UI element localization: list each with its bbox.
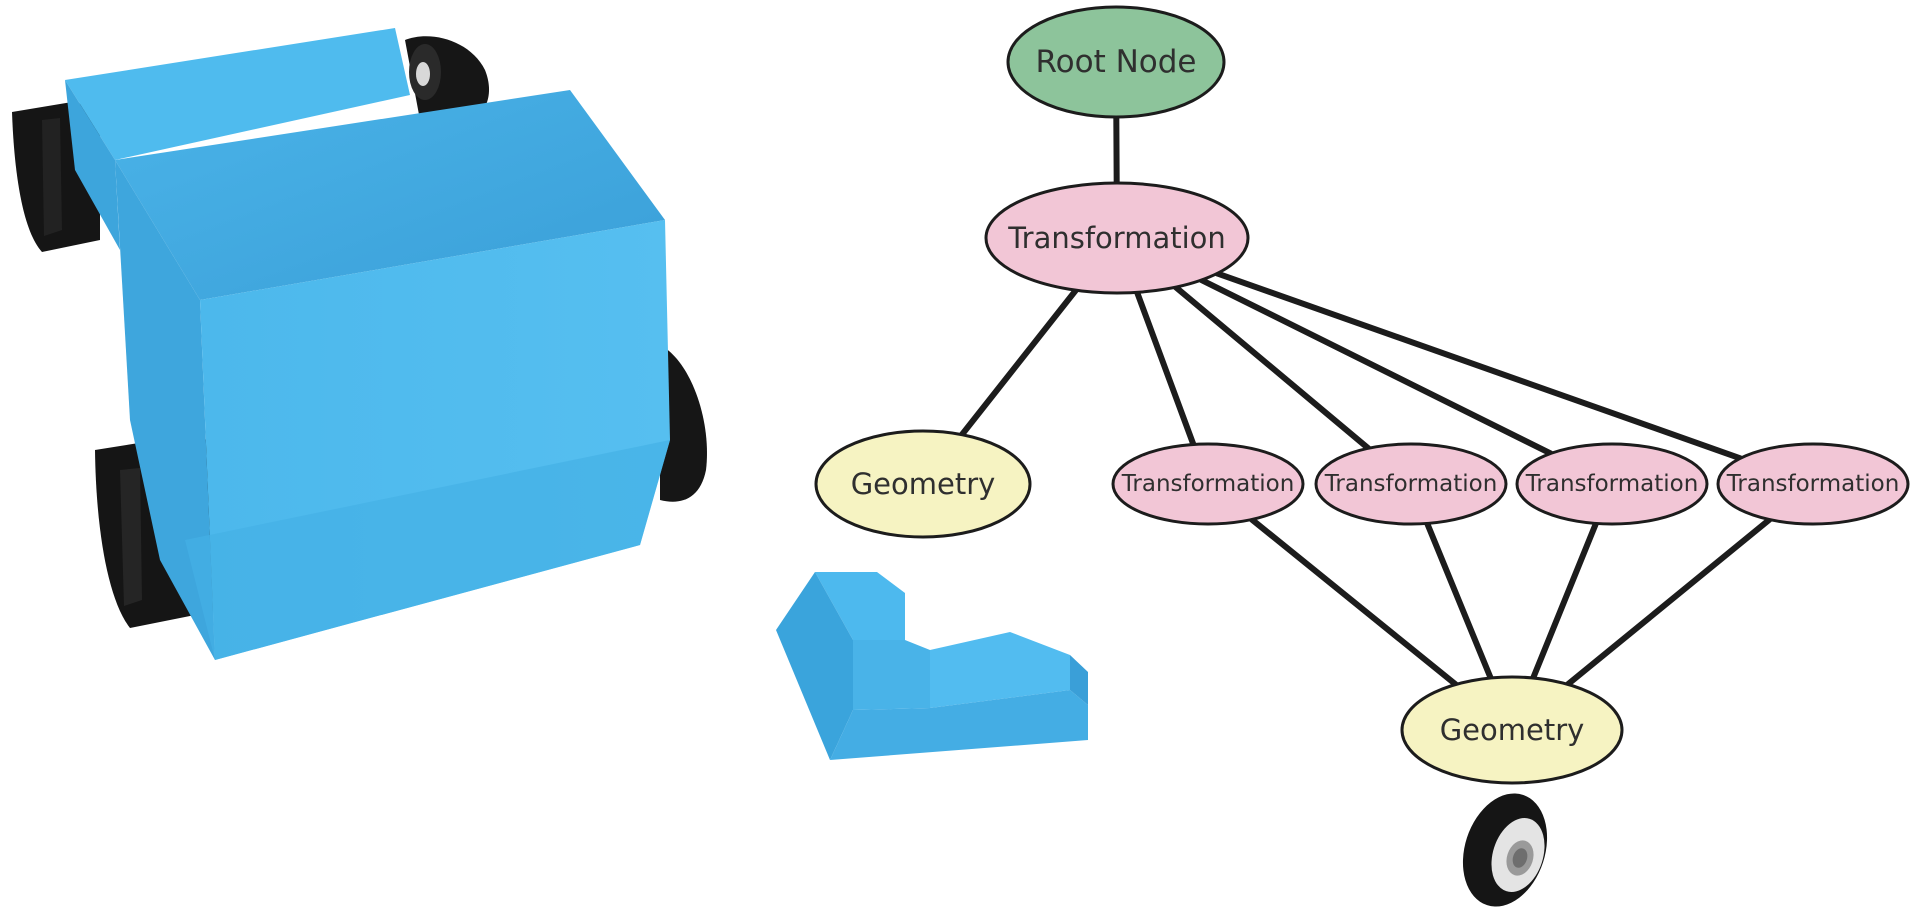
wheel-geometry (1462, 793, 1548, 907)
node-transform-wheel-1-label: Transformation (1121, 471, 1295, 497)
toy-car-render (12, 28, 707, 660)
node-transform-wheel-3: Transformation (1515, 442, 1709, 526)
edge-transform-main-to-transform-wheel-2 (1172, 284, 1372, 452)
node-geometry-body: Geometry (814, 429, 1032, 539)
node-root: Root Node (1006, 5, 1226, 119)
wheel-bottom-right (660, 345, 707, 502)
edge-transform-main-to-transform-wheel-3 (1198, 277, 1554, 457)
edge-transform-wheel-1-to-geometry-wheel (1248, 516, 1459, 688)
edge-transform-wheel-3-to-geometry-wheel (1530, 520, 1599, 681)
node-transform-wheel-4-shape (1716, 442, 1910, 526)
node-transform-wheel-3-shape (1515, 442, 1709, 526)
edge-transform-main-to-transform-wheel-4 (1214, 270, 1744, 462)
graph-edges (958, 113, 1773, 688)
node-geometry-wheel: Geometry (1400, 675, 1624, 785)
edge-transform-wheel-2-to-geometry-wheel (1424, 520, 1494, 682)
node-transform-main: Transformation (984, 181, 1250, 295)
node-geometry-wheel-shape (1400, 675, 1624, 785)
node-geometry-wheel-label: Geometry (1440, 713, 1585, 747)
node-root-shape (1006, 5, 1226, 119)
node-transform-wheel-2-label: Transformation (1324, 471, 1498, 497)
cabin-side-face (65, 80, 120, 250)
node-geometry-body-shape (814, 429, 1032, 539)
node-transform-wheel-1: Transformation (1111, 442, 1305, 526)
node-transform-wheel-4-label: Transformation (1726, 471, 1900, 497)
node-transform-wheel-4: Transformation (1716, 442, 1910, 526)
node-transform-wheel-1-shape (1111, 442, 1305, 526)
node-transform-wheel-3-label: Transformation (1525, 471, 1699, 497)
node-transform-main-shape (984, 181, 1250, 295)
cabin-top-face (65, 28, 410, 160)
node-transform-wheel-2-shape (1314, 442, 1508, 526)
edge-transform-wheel-4-to-geometry-wheel (1564, 516, 1773, 688)
graph-nodes: Root Node Transformation Geometry Transf… (814, 5, 1910, 785)
node-transform-main-label: Transformation (1007, 221, 1226, 255)
body-chamfer-face (185, 440, 670, 660)
node-transform-wheel-2: Transformation (1314, 442, 1508, 526)
body-left-face (115, 160, 215, 660)
wheel-top-right (405, 36, 490, 120)
node-root-label: Root Node (1036, 44, 1197, 80)
node-geometry-body-label: Geometry (851, 467, 996, 501)
body-top-face (115, 90, 665, 300)
edge-transform-main-to-geometry-body (958, 287, 1079, 438)
edge-transform-main-to-transform-wheel-1 (1134, 289, 1197, 448)
car-body-geometry (776, 572, 1088, 760)
